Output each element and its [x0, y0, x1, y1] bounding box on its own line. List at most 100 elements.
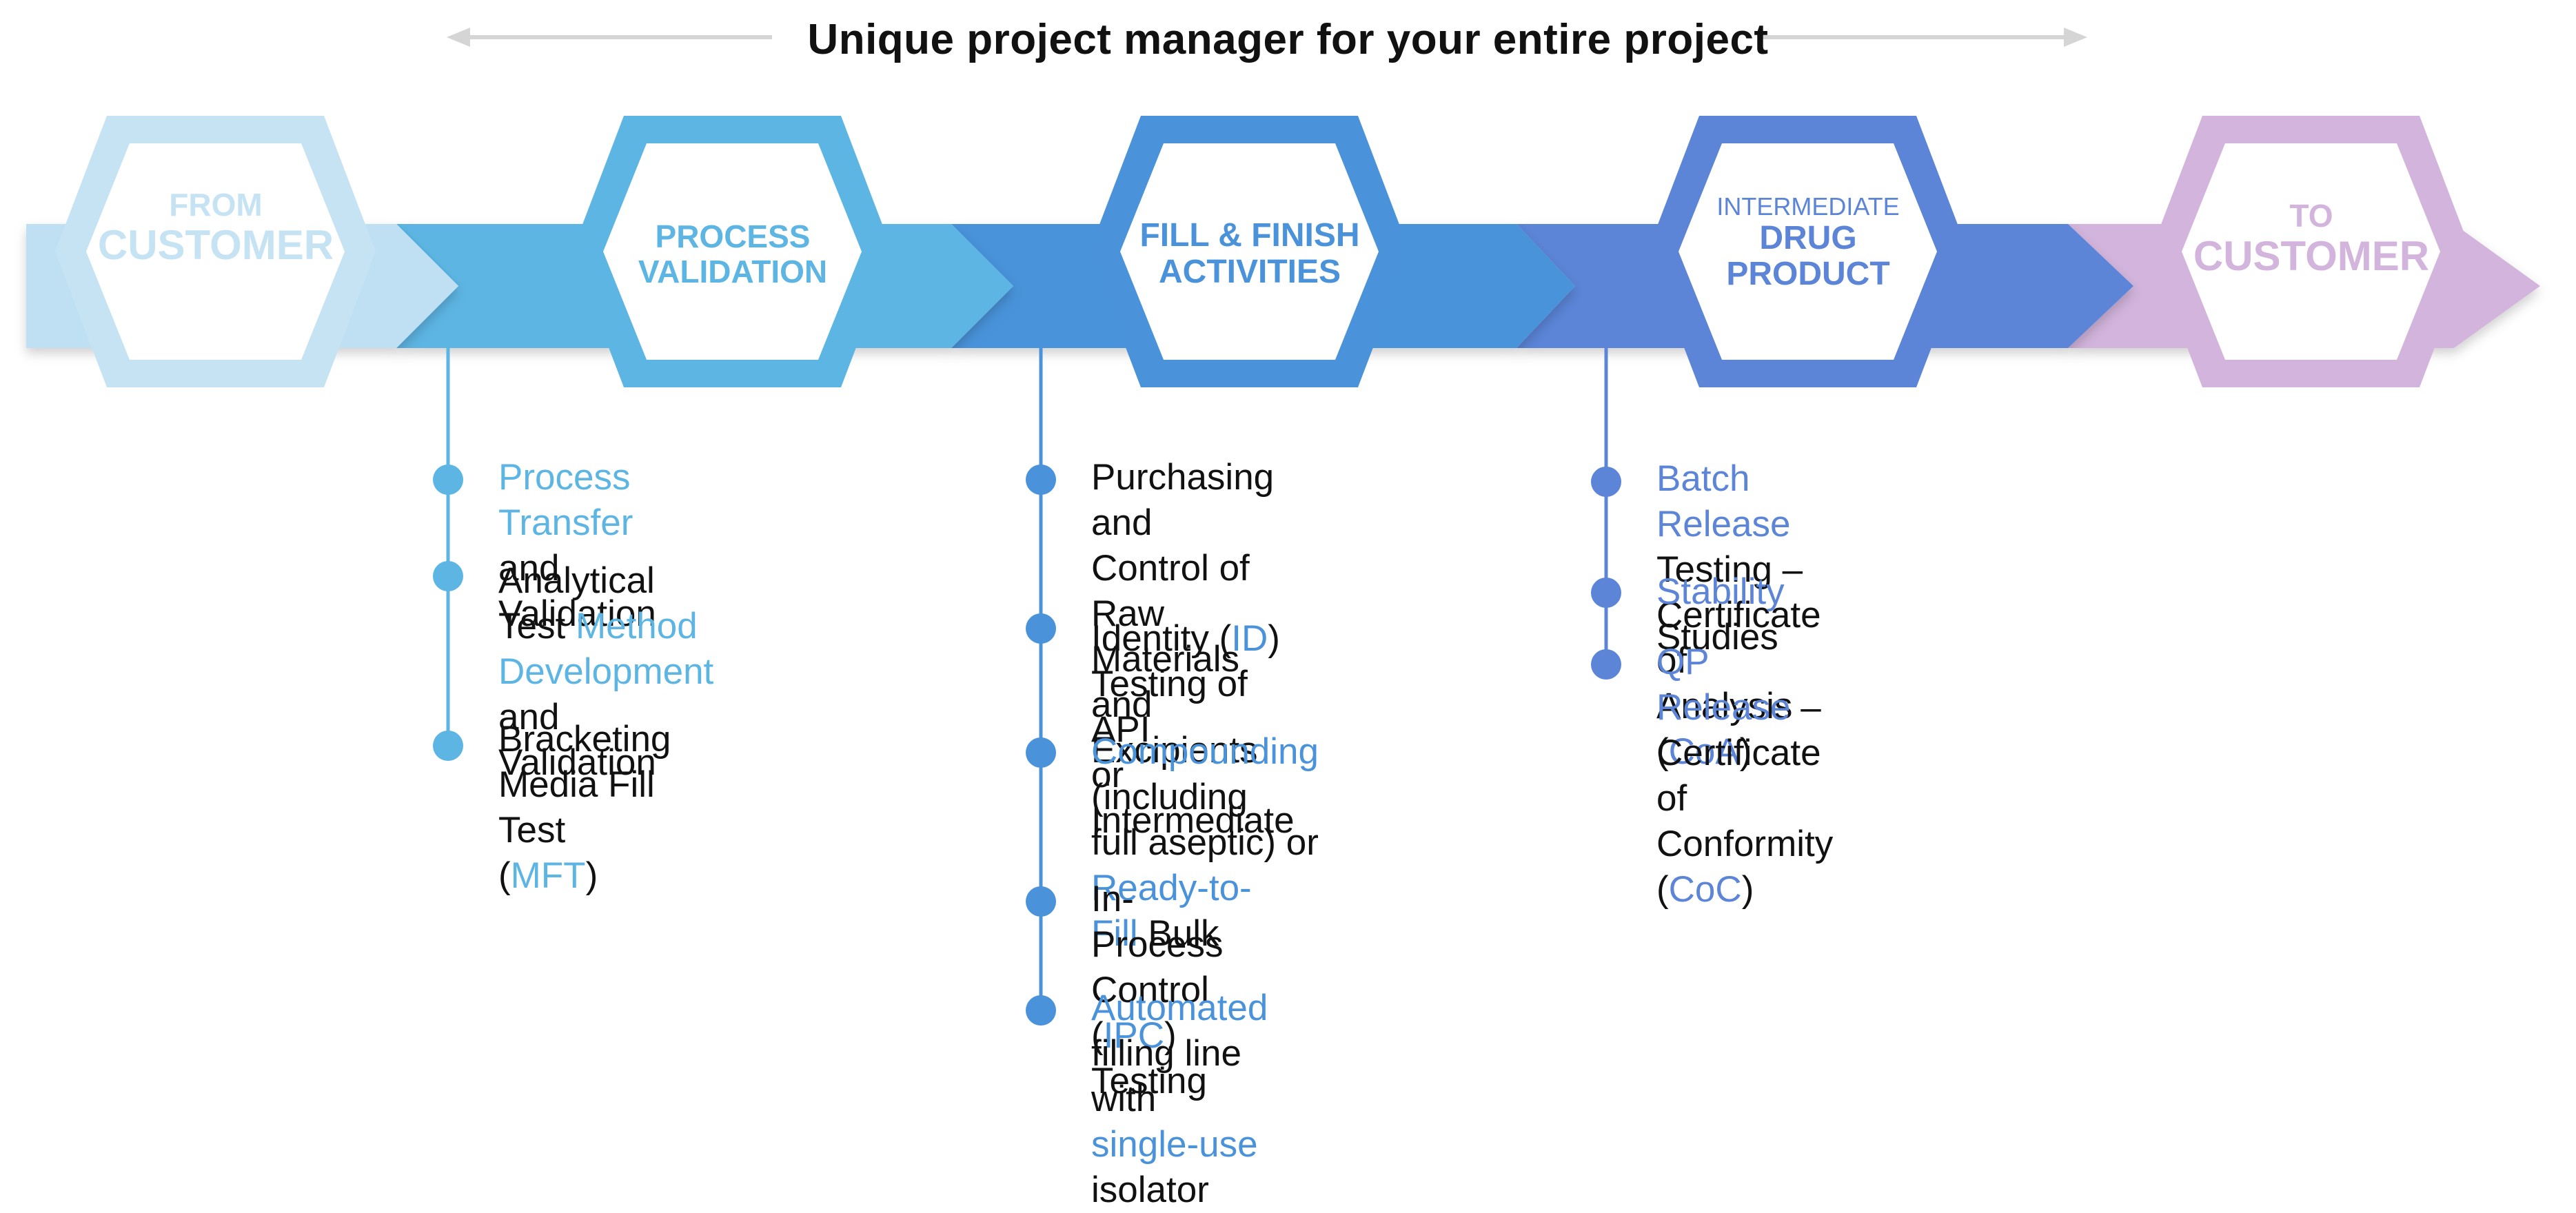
item-text: Testing – [1656, 549, 1803, 590]
item-line: Raw Materials and [1091, 591, 1274, 728]
item-text: ) [1741, 869, 1754, 910]
bullet-dot [1026, 613, 1056, 644]
item-line: or Intermediate [1091, 753, 1295, 844]
stage-label-line: FROM [169, 187, 263, 223]
item-text: ) [1739, 731, 1752, 772]
page-title: Unique project manager for your entire p… [807, 16, 1769, 63]
stage-label-to-customer: TO CUSTOMER [2180, 198, 2442, 279]
title-arrow-right-head [2064, 28, 2087, 47]
item-text-highlight: Stability [1656, 571, 1785, 612]
bullet-dot [1591, 467, 1621, 497]
item-text: Purchasing and Control of [1091, 457, 1275, 589]
item-line: Automated filling line with [1091, 986, 1268, 1122]
item-text: Identity ( [1091, 618, 1232, 659]
hexagon-to-customer [2151, 116, 2471, 387]
hexagon-process-validation [572, 116, 893, 387]
hexagon-from-customer [55, 116, 376, 387]
stage-label-line: PROCESS [655, 218, 811, 254]
stage-label-line: TO [2289, 198, 2333, 234]
item-text-highlight: Compounding [1091, 731, 1319, 772]
item-text: In-Process Control ( [1091, 879, 1224, 1056]
item-line: Purchasing and Control of [1091, 455, 1274, 591]
item-text-highlight: Process Transfer [498, 457, 633, 543]
item-line: Validation [498, 740, 713, 786]
list-item: Batch Release Testing – Certificate of A… [1656, 456, 1821, 775]
list-item: Bracketing Media Fill Test (MFT) [498, 717, 671, 899]
list-item: In-Process Control (IPC) Testing [1091, 877, 1223, 1104]
list-item: Process Transfer and Validation [498, 455, 656, 637]
item-text: Certificate of Analysis ( [1656, 595, 1821, 772]
stage-label-line: CUSTOMER [2193, 232, 2430, 279]
item-text: full aseptic) or [1091, 822, 1319, 863]
item-line: QP Release – Certificate [1656, 640, 1833, 776]
list-item: Analytical Test Method Development and V… [498, 558, 713, 786]
list-item: Identity (ID) Testing of API or Intermed… [1091, 616, 1295, 844]
stage-label-line: ACTIVITIES [1158, 253, 1341, 290]
item-text: Analytical Test [498, 560, 655, 646]
item-text: Validation [498, 742, 656, 783]
stage-label-from-customer: FROM CUSTOMER [85, 187, 347, 268]
item-text: Raw Materials and [1091, 593, 1240, 725]
list-item: Compounding (including full aseptic) or … [1091, 729, 1319, 957]
item-text-highlight: Ready-to- [1091, 868, 1252, 908]
title-arrow-left-head [447, 28, 470, 47]
item-text-highlight: QP Release [1656, 642, 1791, 728]
item-text-highlight: Method [575, 606, 698, 646]
stage-label-line: INTERMEDIATE [1716, 192, 1900, 221]
item-line: Analytical Test Method [498, 558, 713, 649]
item-text: and [498, 548, 560, 589]
stage-label-line: DRUG [1759, 219, 1857, 256]
item-text: Studies [1656, 617, 1778, 658]
item-line: Certificate of Analysis (CoA) [1656, 593, 1821, 775]
bullet-dot [433, 465, 463, 495]
bullet-dot [1026, 995, 1056, 1026]
item-line: Stability Studies [1656, 569, 1785, 660]
item-line: (MFT) [498, 853, 671, 899]
stage-label-line: FILL & FINISH [1139, 217, 1360, 254]
bullet-dot [1026, 886, 1056, 917]
stage-label-intermediate-drug-product: INTERMEDIATE DRUG PRODUCT [1677, 193, 1939, 293]
item-text: ) Testing of API [1091, 618, 1280, 750]
item-text: ) [1164, 1015, 1177, 1056]
hexagon-intermediate-drug-product [1647, 116, 1968, 387]
item-line: full aseptic) or Ready-to- [1091, 820, 1319, 911]
bullet-dot [1591, 649, 1621, 680]
item-text-highlight: single-use [1091, 1124, 1258, 1165]
list-item: Purchasing and Control of Raw Materials … [1091, 455, 1274, 773]
item-text: isolator [1091, 1170, 1209, 1210]
item-text: (including [1091, 777, 1248, 817]
item-line: of Conformity (CoC) [1656, 776, 1833, 913]
title-span-arrow [447, 28, 2087, 47]
item-text: ( [498, 855, 511, 896]
process-flow-diagram: Unique project manager for your entire p… [26, 16, 2540, 1210]
bullet-dot [1591, 578, 1621, 608]
bullet-dot [1026, 737, 1056, 768]
item-text: ) [585, 855, 598, 896]
item-text-highlight: MFT [510, 855, 586, 896]
stage-label-line: VALIDATION [638, 253, 828, 289]
stage-hexagons [55, 116, 2471, 387]
item-text-highlight: CoC [1668, 869, 1742, 910]
item-line: Identity (ID) Testing of API [1091, 616, 1295, 753]
item-text: – Certificate [1656, 687, 1821, 773]
item-text: or Intermediate [1091, 755, 1295, 841]
stage-label-process-validation: PROCESS VALIDATION [602, 219, 864, 289]
item-text: Excipients [1091, 730, 1258, 771]
item-line: Validation [498, 591, 656, 637]
item-text-highlight: Automated [1091, 988, 1268, 1028]
bullet-dot [433, 561, 463, 591]
item-line: Fill Bulk [1091, 911, 1319, 957]
item-text: of Conformity ( [1656, 778, 1834, 910]
item-text-highlight: CoA [1668, 731, 1740, 772]
item-text: Testing [1091, 1061, 1207, 1101]
stage-label-line: PRODUCT [1726, 256, 1890, 293]
list-item: Stability Studies [1656, 569, 1785, 660]
item-text: and [498, 697, 560, 737]
bullet-dot [1026, 465, 1056, 495]
item-text-highlight: IPC [1103, 1015, 1165, 1056]
item-line: Excipients [1091, 728, 1274, 773]
item-line: Testing [1091, 1059, 1223, 1104]
item-text: filling line with [1091, 1033, 1242, 1119]
item-text-highlight: ID [1231, 618, 1268, 659]
list-item: Automated filling line with single-use i… [1091, 986, 1268, 1213]
